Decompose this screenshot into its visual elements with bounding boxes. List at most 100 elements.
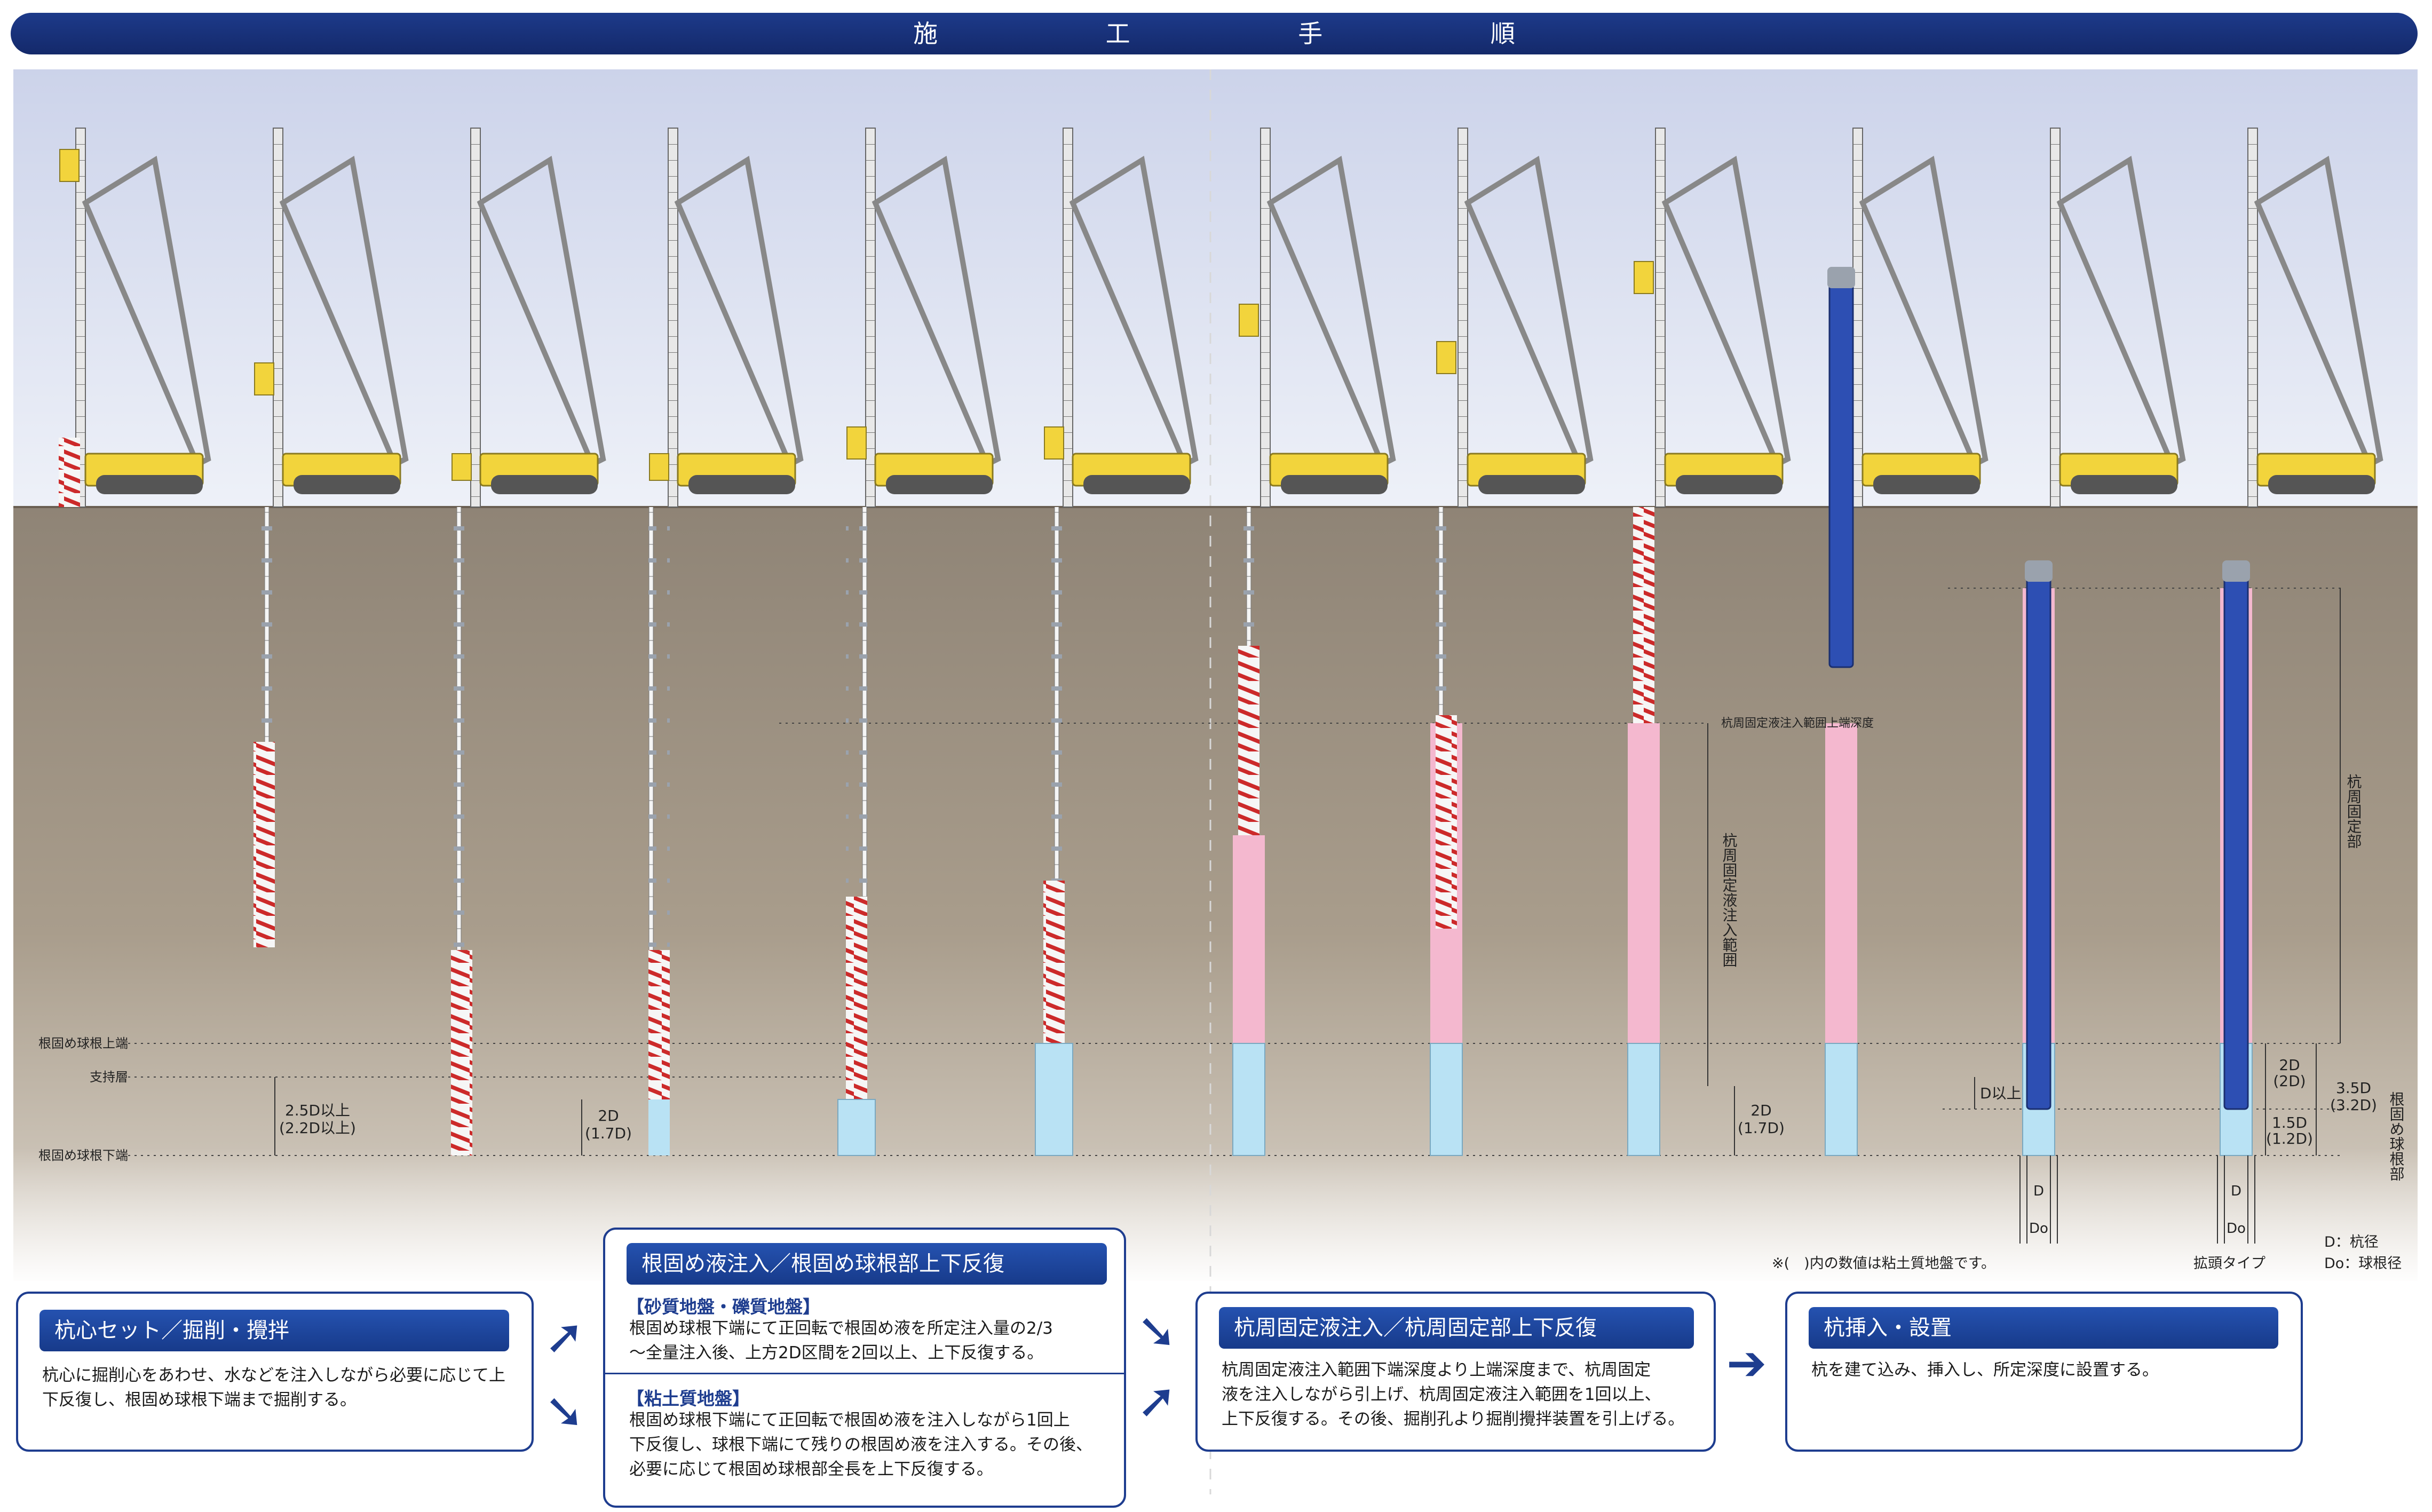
dim-step4-main: 2D — [598, 1107, 619, 1125]
marker-bulb-top: 根固め球根上端 — [38, 1036, 128, 1051]
arrow-2a-icon: ➘ — [1137, 1303, 1177, 1359]
step-3-box: 杭周固定液注入／杭周固定部上下反復 杭周固定液注入範囲下端深度より上端深度まで、… — [1195, 1292, 1716, 1452]
rod-2 — [254, 507, 275, 742]
step-2-clay-text: 根固め球根下端にて正回転で根固め液を注入しながら1回上 下反復し、球根下端にて残… — [629, 1408, 1120, 1482]
dim-step4-sub: (1.7D) — [585, 1125, 632, 1142]
step-2-sand-text: 根固め球根下端にて正回転で根固め液を所定注入量の2/3 ～全量注入後、上方2D区… — [629, 1316, 1120, 1365]
cement-6 — [1035, 1043, 1073, 1156]
drive-head-1 — [59, 149, 80, 182]
dim-lower-sub: (1.2D) — [2266, 1130, 2313, 1147]
cement-pink-7 — [1233, 835, 1265, 1043]
auger-7 — [1238, 646, 1259, 835]
dim-step2-main: 2.5D以上 — [285, 1102, 350, 1119]
step-2-sand-line: ～全量注入後、上方2D区間を2回以上、上下反復する。 — [629, 1343, 1044, 1363]
dim-bulb-depth-sub: (3.2D) — [2330, 1096, 2377, 1114]
machine-12 — [2247, 128, 2383, 508]
d-label-11: D — [2033, 1183, 2044, 1199]
auger-3 — [451, 950, 472, 1155]
dim-bulb-depth-main: 3.5D — [2336, 1079, 2371, 1097]
drive-head-4 — [649, 453, 669, 481]
arrow-2b-icon: ➚ — [1137, 1373, 1177, 1429]
rod-5 — [846, 507, 867, 897]
cement-blue-9 — [1627, 1043, 1660, 1156]
drive-head-7 — [1239, 304, 1259, 337]
bulb-part-label: 根固め球根部 — [2388, 1091, 2405, 1181]
step-2-clay-line: 必要に応じて根固め球根部全長を上下反復する。 — [629, 1460, 993, 1479]
cement-blue-7 — [1232, 1043, 1265, 1156]
do-label-11: Do — [2029, 1221, 2048, 1237]
step-3-title: 杭周固定液注入／杭周固定部上下反復 — [1219, 1307, 1694, 1349]
step-2-sand-line: 根固め球根下端にて正回転で根固め液を所定注入量の2/3 — [629, 1319, 1053, 1338]
fixing-range-label: 杭周固定液注入範囲 — [1721, 833, 1738, 967]
step-3-line: 杭周固定液注入範囲下端深度より上端深度まで、杭周固定 — [1222, 1360, 1651, 1380]
arrow-3-icon: ➔ — [1726, 1335, 1767, 1391]
pile-10 — [1828, 276, 1854, 668]
auger-1 — [59, 438, 80, 507]
step-2-clay-line: 下反復し、球根下端にて残りの根固め液を注入する。その後、 — [629, 1435, 1092, 1454]
drive-head-9 — [1634, 261, 1654, 294]
note-values: ※( )内の数値は粘土質地盤です。 — [1772, 1255, 1995, 1272]
arrow-1b-icon: ➘ — [544, 1383, 585, 1439]
rod-3 — [451, 507, 472, 950]
d-do-col11: D Do — [2019, 1155, 2058, 1244]
dim-upper-main: 2D — [2279, 1056, 2300, 1074]
auger-8 — [1436, 715, 1457, 929]
drive-head-3 — [451, 453, 472, 481]
ground-fade — [13, 1147, 2418, 1286]
pile-cap-10 — [1827, 267, 1855, 288]
arrow-1a-icon: ➚ — [544, 1309, 585, 1365]
d-do-col12: D Do — [2217, 1155, 2255, 1244]
step-1-line: 下反復し、根固め球根下端まで掘削する。 — [42, 1390, 357, 1410]
step-2-clay-line: 根固め球根下端にて正回転で根固め液を注入しながら1回上 — [629, 1411, 1070, 1430]
step-1-title: 杭心セット／掘削・攪拌 — [39, 1310, 509, 1351]
step-3-line: 液を注入しながら引上げ、杭周固定液注入範囲を1回以上、 — [1222, 1385, 1661, 1404]
pile-12 — [2223, 570, 2249, 1110]
drive-head-8 — [1436, 341, 1456, 374]
step-4-box: 杭挿入・設置 杭を建て込み、挿入し、所定深度に設置する。 — [1785, 1292, 2303, 1452]
dim-lower-main: 1.5D — [2272, 1114, 2307, 1131]
note-enlarged-type: 拡頭タイプ — [2193, 1255, 2265, 1272]
cement-blue-8 — [1430, 1043, 1463, 1156]
machine-9 — [1655, 128, 1791, 508]
step-4-title: 杭挿入・設置 — [1809, 1307, 2278, 1349]
legend-do: Do：球根径 — [2324, 1255, 2402, 1272]
pile-cap-12 — [2222, 560, 2250, 582]
d-above-label: D以上 — [1980, 1084, 2022, 1102]
page-title: 施 工 手 順 — [913, 19, 1595, 48]
sky-band — [13, 69, 2418, 507]
drive-head-6 — [1044, 426, 1064, 460]
rod-4 — [648, 507, 670, 950]
step-2-sand-heading: 【砂質地盤・礫質地盤】 — [627, 1296, 820, 1317]
cement-pink-9 — [1628, 723, 1660, 1043]
dim-step2-sub: (2.2D以上) — [279, 1119, 356, 1137]
auger-2 — [254, 742, 275, 947]
pile-fixed-label: 杭周固定部 — [2345, 774, 2363, 849]
dim-step9-main: 2D — [1750, 1102, 1771, 1119]
d-label-12: D — [2231, 1183, 2241, 1199]
drive-head-2 — [254, 362, 274, 395]
cement-4 — [648, 1099, 670, 1155]
machine-2 — [273, 128, 409, 508]
step-2-clay-heading: 【粘土質地盤】 — [627, 1388, 750, 1409]
machine-11 — [2050, 128, 2186, 508]
step-2-box: 根固め液注入／根固め球根部上下反復 【砂質地盤・礫質地盤】 根固め球根下端にて正… — [603, 1228, 1126, 1508]
dim-step9-sub: (1.7D) — [1738, 1119, 1785, 1137]
pile-cap-11 — [2025, 560, 2053, 582]
machine-4 — [668, 128, 804, 508]
rod-8 — [1436, 507, 1457, 715]
cement-pink-10 — [1825, 723, 1857, 1043]
step-1-line: 杭心に掘削心をあわせ、水などを注入しながら必要に応じて上 — [42, 1366, 505, 1385]
legend-d: D：杭径 — [2324, 1234, 2379, 1250]
machine-6 — [1063, 128, 1199, 508]
cement-blue-10 — [1825, 1043, 1858, 1156]
cement-5 — [837, 1099, 876, 1156]
header-bar: 施 工 手 順 — [11, 13, 2418, 54]
dim-upper-sub: (2D) — [2273, 1072, 2306, 1090]
auger-9 — [1633, 507, 1654, 723]
step-1-box: 杭心セット／掘削・攪拌 杭心に掘削心をあわせ、水などを注入しながら必要に応じて上… — [16, 1292, 534, 1452]
auger-5 — [846, 897, 867, 1099]
step-4-text: 杭を建て込み、挿入し、所定深度に設置する。 — [1811, 1358, 2292, 1382]
step-2-divider — [605, 1373, 1124, 1374]
marker-support: 支持層 — [90, 1070, 128, 1084]
